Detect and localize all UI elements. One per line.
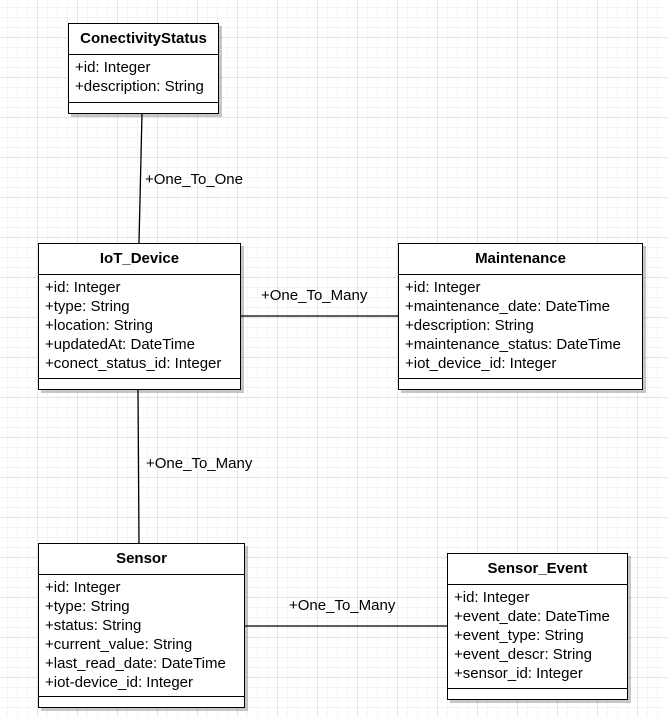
class-name: IoT_Device (39, 244, 240, 275)
class-operations (448, 689, 627, 699)
attribute: +type: String (45, 298, 130, 315)
class-attributes: +id: Integer +type: String +status: Stri… (39, 575, 244, 697)
attribute: +description: String (405, 317, 534, 334)
class-operations (39, 697, 244, 707)
class-box-sensor-event[interactable]: Sensor_Event +id: Integer +event_date: D… (447, 553, 628, 700)
class-name: Sensor (39, 544, 244, 575)
relation-label-device-sensor: +One_To_Many (146, 455, 253, 472)
attribute: +conect_status_id: Integer (45, 355, 222, 372)
class-name: Maintenance (399, 244, 642, 275)
class-attributes: +id: Integer +description: String (69, 55, 218, 103)
class-box-sensor[interactable]: Sensor +id: Integer +type: String +statu… (38, 543, 245, 708)
attribute: +location: String (45, 317, 153, 334)
attribute: +maintenance_date: DateTime (405, 298, 610, 315)
attribute: +current_value: String (45, 636, 193, 653)
class-box-conectivity-status[interactable]: ConectivityStatus +id: Integer +descript… (68, 23, 219, 114)
attribute: +maintenance_status: DateTime (405, 336, 621, 353)
relation-label-device-maintenance: +One_To_Many (261, 287, 368, 304)
attribute: +updatedAt: DateTime (45, 336, 195, 353)
attribute: +id: Integer (405, 279, 481, 296)
attribute: +event_date: DateTime (454, 608, 610, 625)
class-attributes: +id: Integer +event_date: DateTime +even… (448, 585, 627, 689)
attribute: +id: Integer (75, 59, 151, 76)
class-name: Sensor_Event (448, 554, 627, 585)
link-device-sensor (137, 388, 140, 544)
attribute: +last_read_date: DateTime (45, 655, 226, 672)
attribute: +id: Integer (454, 589, 530, 606)
attribute: +type: String (45, 598, 130, 615)
attribute: +id: Integer (45, 279, 121, 296)
attribute: +iot_device_id: Integer (405, 355, 557, 372)
attribute: +sensor_id: Integer (454, 665, 583, 682)
attribute: +id: Integer (45, 579, 121, 596)
attribute: +event_descr: String (454, 646, 592, 663)
attribute: +event_type: String (454, 627, 584, 644)
class-operations (39, 379, 240, 389)
class-box-iot-device[interactable]: IoT_Device +id: Integer +type: String +l… (38, 243, 241, 390)
class-attributes: +id: Integer +type: String +location: St… (39, 275, 240, 379)
attribute: +iot-device_id: Integer (45, 674, 194, 691)
relation-label-sensor-event: +One_To_Many (289, 597, 396, 614)
class-name: ConectivityStatus (69, 24, 218, 55)
attribute: +status: String (45, 617, 142, 634)
attribute: +description: String (75, 78, 204, 95)
link-status-device (138, 112, 143, 244)
relation-label-status-device: +One_To_One (145, 171, 243, 188)
class-operations (399, 379, 642, 389)
class-operations (69, 103, 218, 113)
class-attributes: +id: Integer +maintenance_date: DateTime… (399, 275, 642, 379)
class-box-maintenance[interactable]: Maintenance +id: Integer +maintenance_da… (398, 243, 643, 390)
